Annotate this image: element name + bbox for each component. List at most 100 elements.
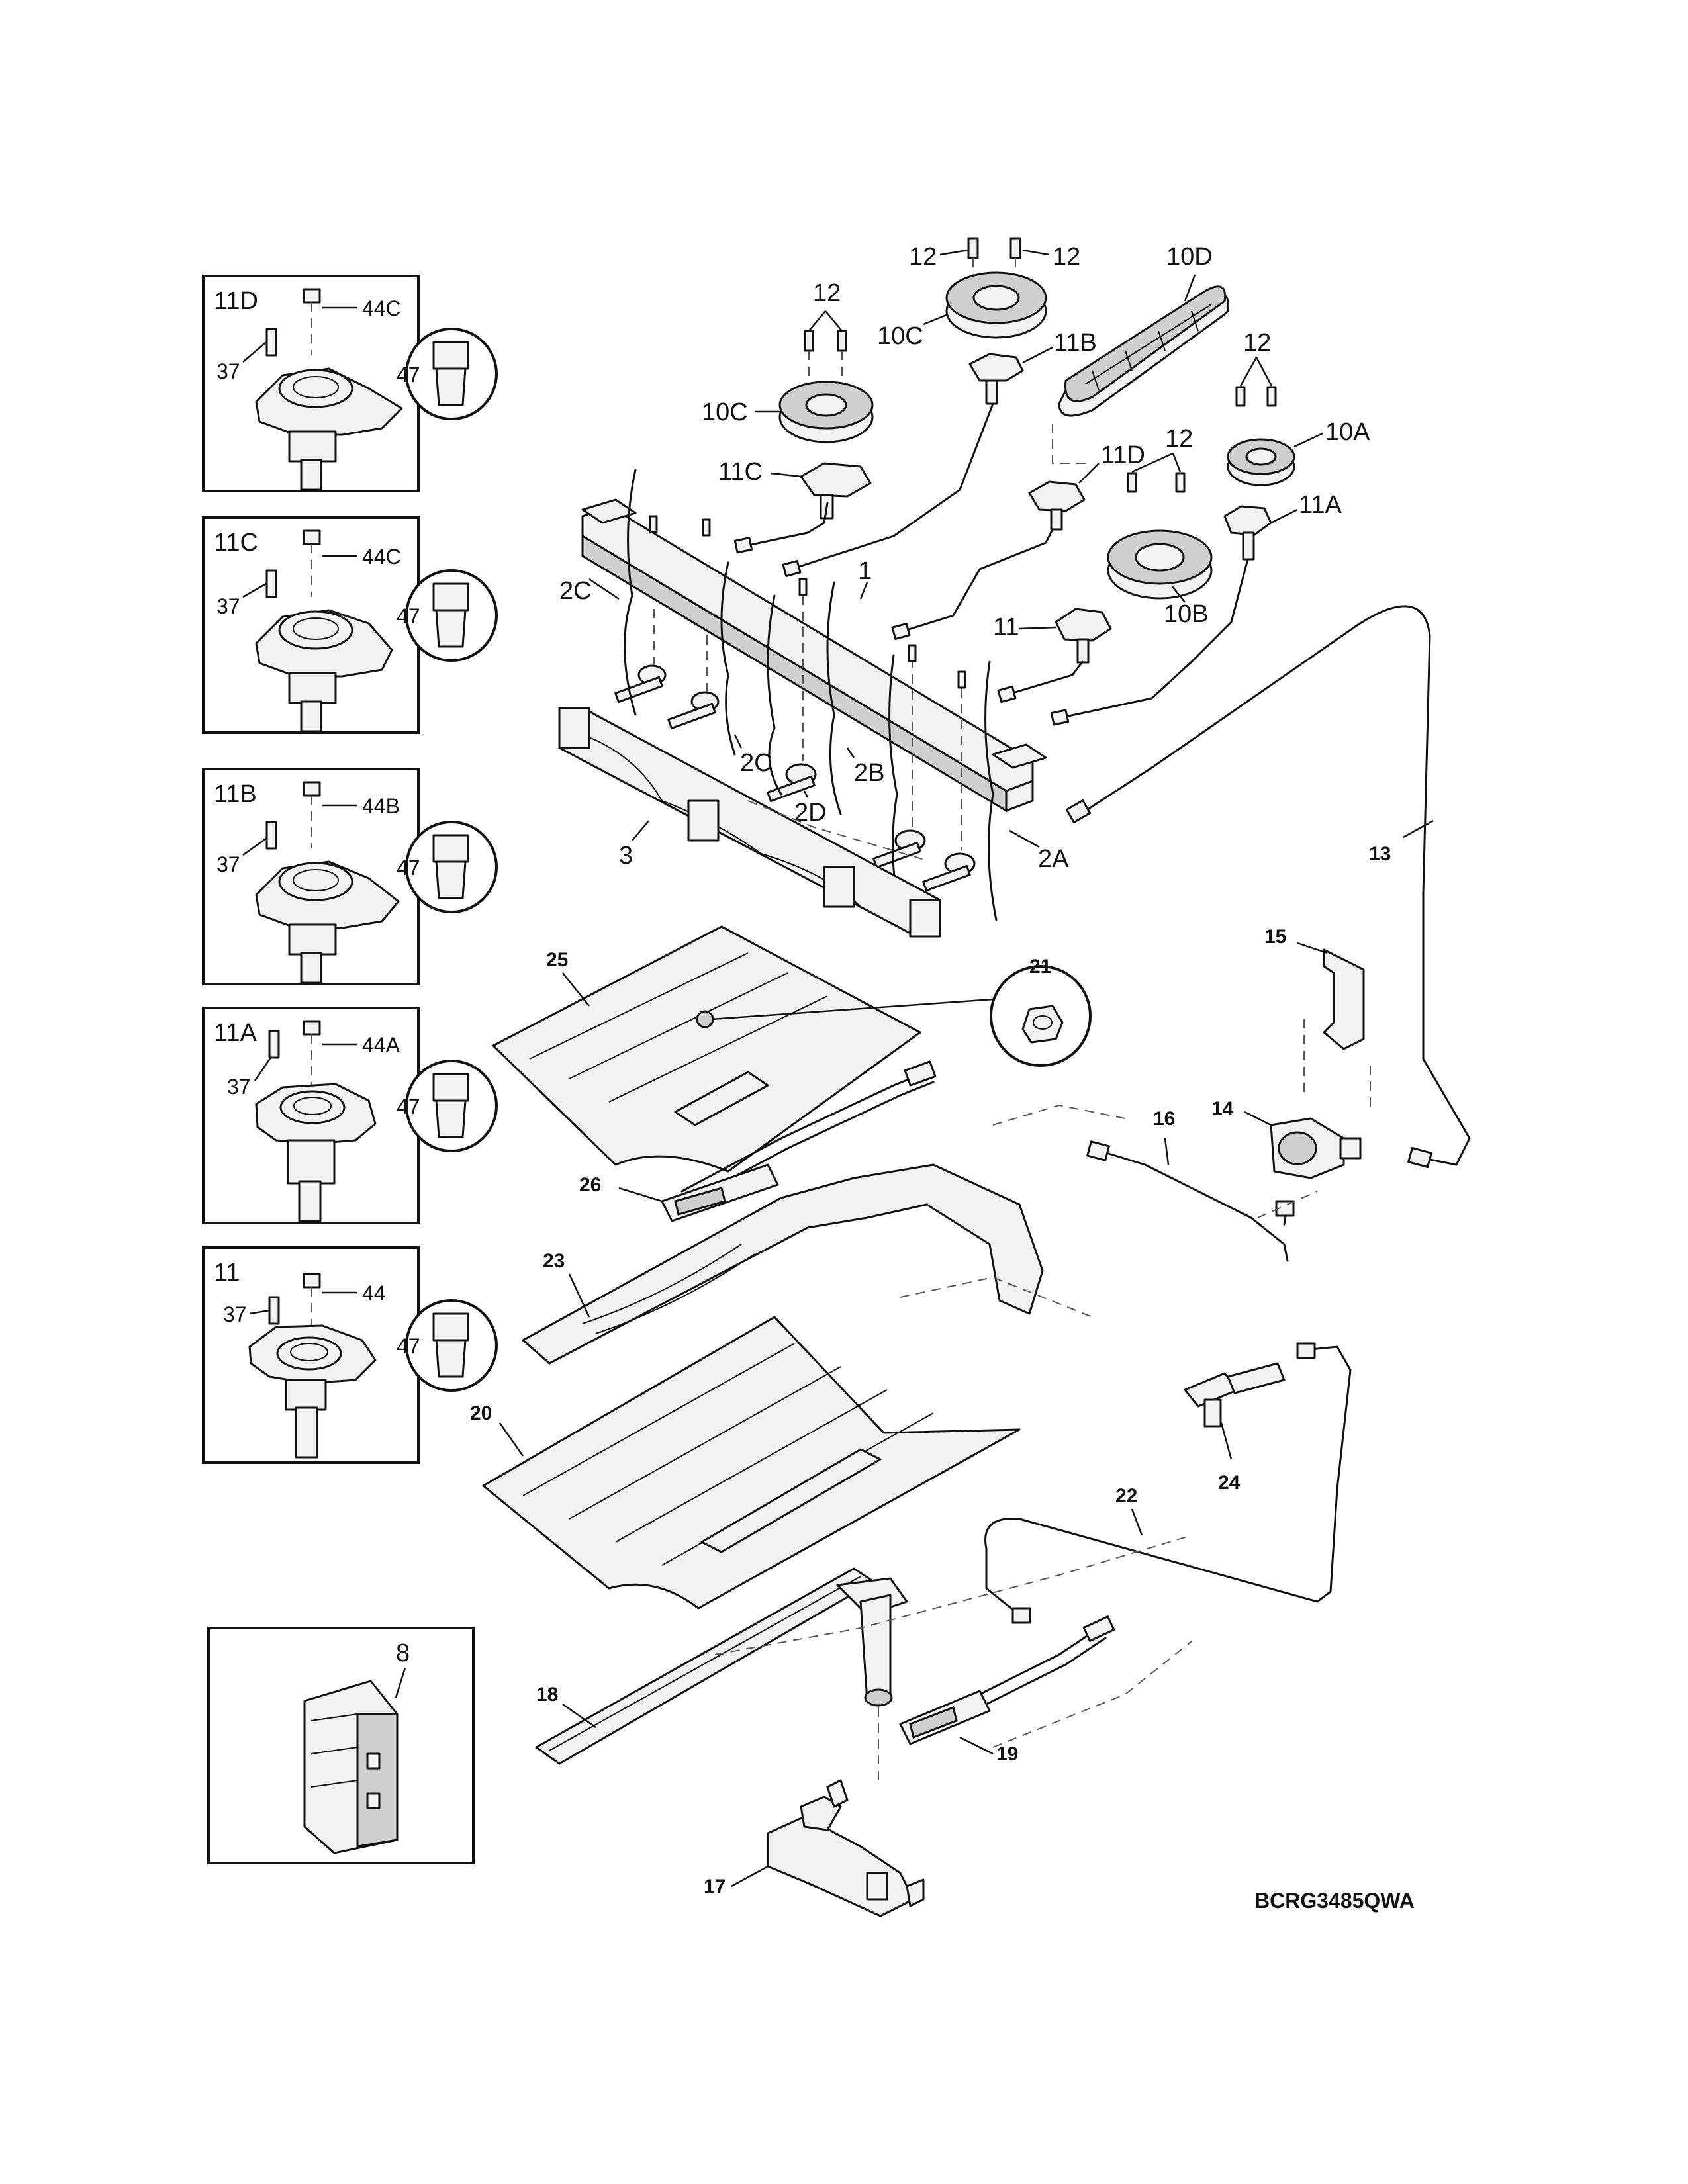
valve-bracket-3: 3 <box>558 707 941 938</box>
burner-cap-10a: 10A <box>1227 418 1370 486</box>
burner-head-part <box>255 367 403 491</box>
cap-label: 44C <box>362 296 401 320</box>
label-26: 26 <box>579 1174 601 1196</box>
cap-screw-part: 44A <box>303 1020 400 1087</box>
label-13: 13 <box>1369 843 1391 865</box>
label-10c-top: 10C <box>877 322 923 350</box>
label-11d: 11D <box>1101 441 1145 469</box>
igniter-26: 26 <box>579 1060 937 1222</box>
label-2b: 2B <box>854 759 884 787</box>
nut-21-callout: 21 <box>711 956 1092 1067</box>
bracket-15: 15 <box>1264 926 1371 1112</box>
burner-head-11a: 11A <box>1223 491 1342 561</box>
orifice-circle: 47 <box>397 821 498 913</box>
label-11: 11 <box>993 614 1019 641</box>
burner-head-11d: 11D <box>1028 441 1145 531</box>
valve-2a <box>922 688 976 892</box>
burner-cap-10b: 10B <box>1107 529 1213 628</box>
label-12-a: 12 <box>909 243 937 271</box>
alignment-lines <box>714 424 1318 1748</box>
screw-37-part: 37 <box>216 569 277 618</box>
label-10d: 10D <box>1166 243 1213 271</box>
cap-screw-part: 44C <box>303 288 401 355</box>
circle-label: 47 <box>397 856 420 880</box>
cap-screw-part: 44C <box>303 529 401 597</box>
screw-label: 37 <box>216 852 240 876</box>
circle-label: 47 <box>397 604 420 628</box>
burner-cap-10c-top: 10C <box>877 271 1047 350</box>
screw-label: 37 <box>223 1302 247 1326</box>
cap-label: 44 <box>362 1281 386 1305</box>
manifold-rail-1: 1 <box>581 498 1047 813</box>
safety-valve-17: 17 <box>704 1779 925 1917</box>
inset-11a: 11A 44A 37 47 <box>202 1007 498 1224</box>
screw-37-part: 37 <box>216 328 277 383</box>
label-11c: 11C <box>718 458 763 486</box>
label-22: 22 <box>1115 1485 1137 1507</box>
diagram-code: BCRG3485QWA <box>1254 1889 1415 1913</box>
burner-head-11c: 11C <box>718 458 872 520</box>
cap-screw-part: 44B <box>303 781 400 848</box>
label-3: 3 <box>619 842 633 870</box>
orifice-circle: 47 <box>397 569 498 662</box>
orifice-circle: 47 <box>397 1299 498 1392</box>
label-12-c: 12 <box>813 279 841 307</box>
label-11b: 11B <box>1054 329 1097 357</box>
cap-label: 44A <box>362 1033 400 1057</box>
tube-16: 16 <box>1086 1108 1295 1262</box>
orifice-circle: 47 <box>397 328 498 420</box>
label-2c-left: 2C <box>559 577 592 605</box>
valve-2c-left <box>614 609 667 704</box>
valve-2b <box>872 659 926 869</box>
burner-panel-25: 25 <box>492 925 921 1173</box>
inset-title: 11D <box>214 287 258 315</box>
burner-head-part <box>248 1324 377 1459</box>
burner-head-11: 11 <box>993 608 1112 664</box>
label-1: 1 <box>858 557 872 585</box>
inset-11d: 11D 44C 37 47 <box>202 275 498 492</box>
burner-head-part <box>255 860 400 984</box>
ignition-wires <box>624 469 998 921</box>
valve-screws <box>649 515 966 689</box>
inset-11b: 11B 44B 37 47 <box>202 768 498 985</box>
burner-head-part <box>255 1083 377 1222</box>
label-11a: 11A <box>1299 491 1342 519</box>
circle-label: 47 <box>397 1095 420 1118</box>
grate-cap-10d: 10D <box>1058 243 1230 417</box>
label-10b: 10B <box>1164 600 1209 628</box>
label-12-b: 12 <box>1053 243 1080 271</box>
label-17: 17 <box>704 1876 726 1897</box>
inset-title: 11A <box>214 1019 257 1047</box>
inset-11: 11 44 37 47 <box>202 1246 498 1464</box>
screws-12-left: 12 <box>804 279 847 390</box>
circle-label: 47 <box>397 1334 420 1358</box>
label-15: 15 <box>1264 926 1286 948</box>
circle-label: 47 <box>397 363 420 387</box>
label-24: 24 <box>1218 1472 1241 1494</box>
label-25: 25 <box>546 949 568 971</box>
screw-label: 37 <box>216 594 240 618</box>
screw-37-part: 37 <box>227 1030 280 1099</box>
inset-title: 11B <box>214 780 257 808</box>
baffle-panel-20: 20 <box>470 1316 1021 1610</box>
igniter-19: 19 <box>899 1615 1115 1765</box>
label-2a: 2A <box>1038 845 1069 873</box>
inset-8: 8 <box>207 1627 475 1864</box>
label-2c: 2C <box>740 749 773 777</box>
burner-cap-10c: 10C <box>702 381 874 443</box>
label-10c: 10C <box>702 398 748 426</box>
label-12-d: 12 <box>1243 329 1271 357</box>
orifice-circle: 47 <box>397 1060 498 1152</box>
screw-label: 37 <box>216 359 240 383</box>
label-23: 23 <box>543 1250 565 1272</box>
cap-label: 44C <box>362 545 401 569</box>
regulator-14: 14 <box>1211 1098 1362 1179</box>
label-20: 20 <box>470 1402 492 1424</box>
inset-title: 11C <box>214 529 258 557</box>
label-21: 21 <box>1029 956 1051 978</box>
tube-13: 13 <box>1065 605 1471 1169</box>
screw-37-part: 37 <box>223 1296 280 1326</box>
screws-12-right: 12 <box>1235 329 1277 407</box>
screw-37-part: 37 <box>216 821 277 876</box>
